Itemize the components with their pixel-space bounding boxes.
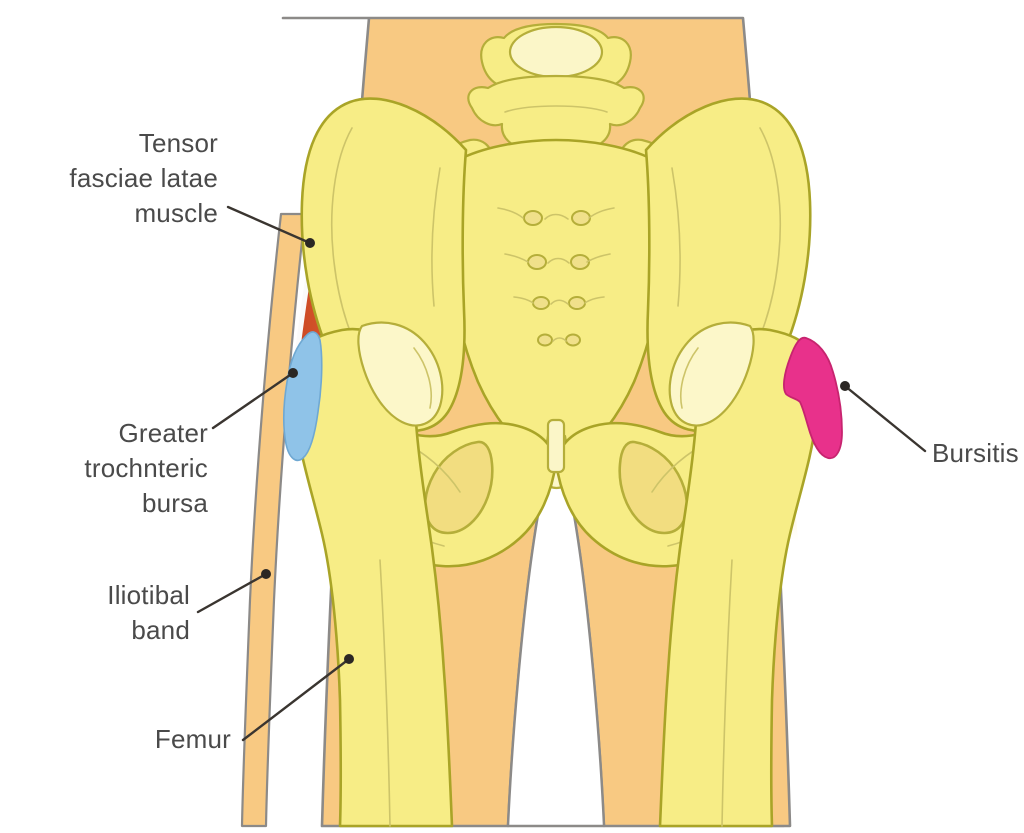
leader-dot-iliotibial-band (261, 569, 271, 579)
leader-dot-greater-trochanteric-bursa (288, 368, 298, 378)
sacrum (448, 138, 664, 490)
label-tensor-fasciae-latae-muscle: Tensor fasciae latae muscle (69, 128, 315, 248)
label-line: Iliotibal (107, 580, 190, 610)
inflamed-bursa (783, 336, 843, 460)
leader-dot-femur (344, 654, 354, 664)
label-femur: Femur (155, 654, 354, 754)
pubic-symphysis (546, 418, 566, 474)
left-obturator-foramen (423, 440, 494, 535)
skeleton (293, 22, 819, 828)
label-line: Greater (118, 418, 208, 448)
label-line: muscle (134, 198, 218, 228)
lumbar-vertebra-l5 (467, 74, 645, 156)
leader-dot-bursitis (840, 381, 850, 391)
label-line: trochnteric (84, 453, 208, 483)
leader-line-tensor-fasciae-latae-muscle (226, 205, 312, 245)
right-femur (658, 321, 819, 828)
label-line: Tensor (139, 128, 218, 158)
label-line: Bursitis (932, 438, 1019, 468)
sacral-foramina (497, 207, 615, 347)
crotch-gap (506, 450, 606, 828)
leader-line-bursitis (843, 384, 927, 453)
label-text-tensor-fasciae-latae-muscle: Tensor fasciae latae muscle (69, 128, 218, 228)
bursae (283, 331, 843, 462)
right-femoral-neck (668, 321, 755, 427)
label-bursitis: Bursitis (840, 381, 1019, 468)
leader-dot-tensor-fasciae-latae-muscle (305, 238, 315, 248)
label-text-iliotibial-band: Iliotibal band (107, 580, 190, 645)
left-femoral-neck (357, 321, 444, 427)
label-line: band (131, 615, 190, 645)
label-text-femur: Femur (155, 724, 231, 754)
label-line: fasciae latae (69, 163, 218, 193)
label-line: Femur (155, 724, 231, 754)
label-text-greater-trochanteric-bursa: Greater trochnteric bursa (84, 418, 208, 518)
leader-line-iliotibial-band (196, 572, 268, 614)
label-iliotibial-band: Iliotibal band (107, 569, 271, 645)
normal-bursa (283, 331, 323, 462)
label-text-bursitis: Bursitis (932, 438, 1019, 468)
label-greater-trochanteric-bursa: Greater trochnteric bursa (84, 368, 298, 518)
right-obturator-foramen (618, 440, 689, 535)
label-line: bursa (142, 488, 208, 518)
leader-line-greater-trochanteric-bursa (211, 371, 295, 430)
left-femur (293, 321, 454, 828)
leader-line-femur (241, 657, 351, 742)
